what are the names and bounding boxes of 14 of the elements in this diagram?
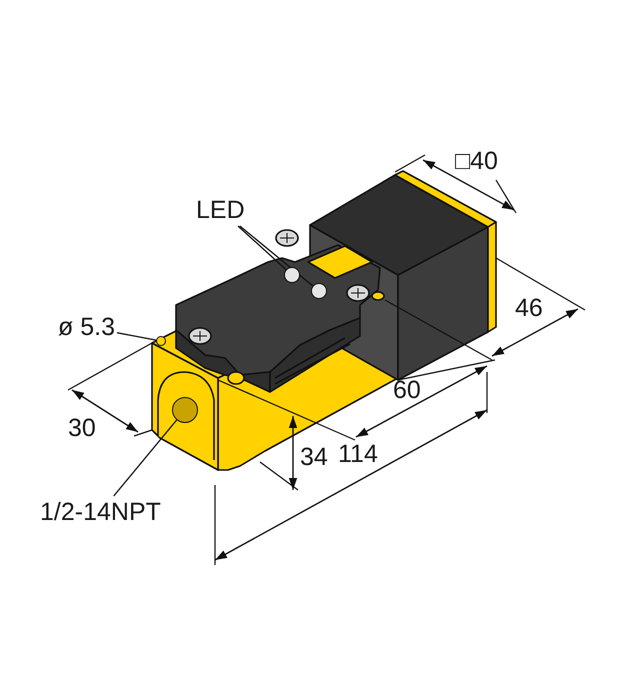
leader-line: [238, 226, 287, 270]
callout-label: LED: [196, 196, 245, 224]
dimension-label: 30: [68, 414, 96, 442]
dimension-label: □40: [455, 147, 498, 175]
leader-line: [116, 332, 156, 341]
dimension-label: 114: [338, 440, 378, 468]
callout-label: ø 5.3: [58, 313, 115, 341]
mounting-hole: [156, 336, 166, 346]
callout-label: 1/2-14NPT: [40, 498, 161, 526]
dimension-label: 34: [300, 443, 328, 471]
leader-line: [113, 420, 178, 496]
dimension-label: 46: [515, 294, 543, 322]
dimension-label: 60: [393, 376, 421, 404]
leader-line: [239, 226, 314, 286]
